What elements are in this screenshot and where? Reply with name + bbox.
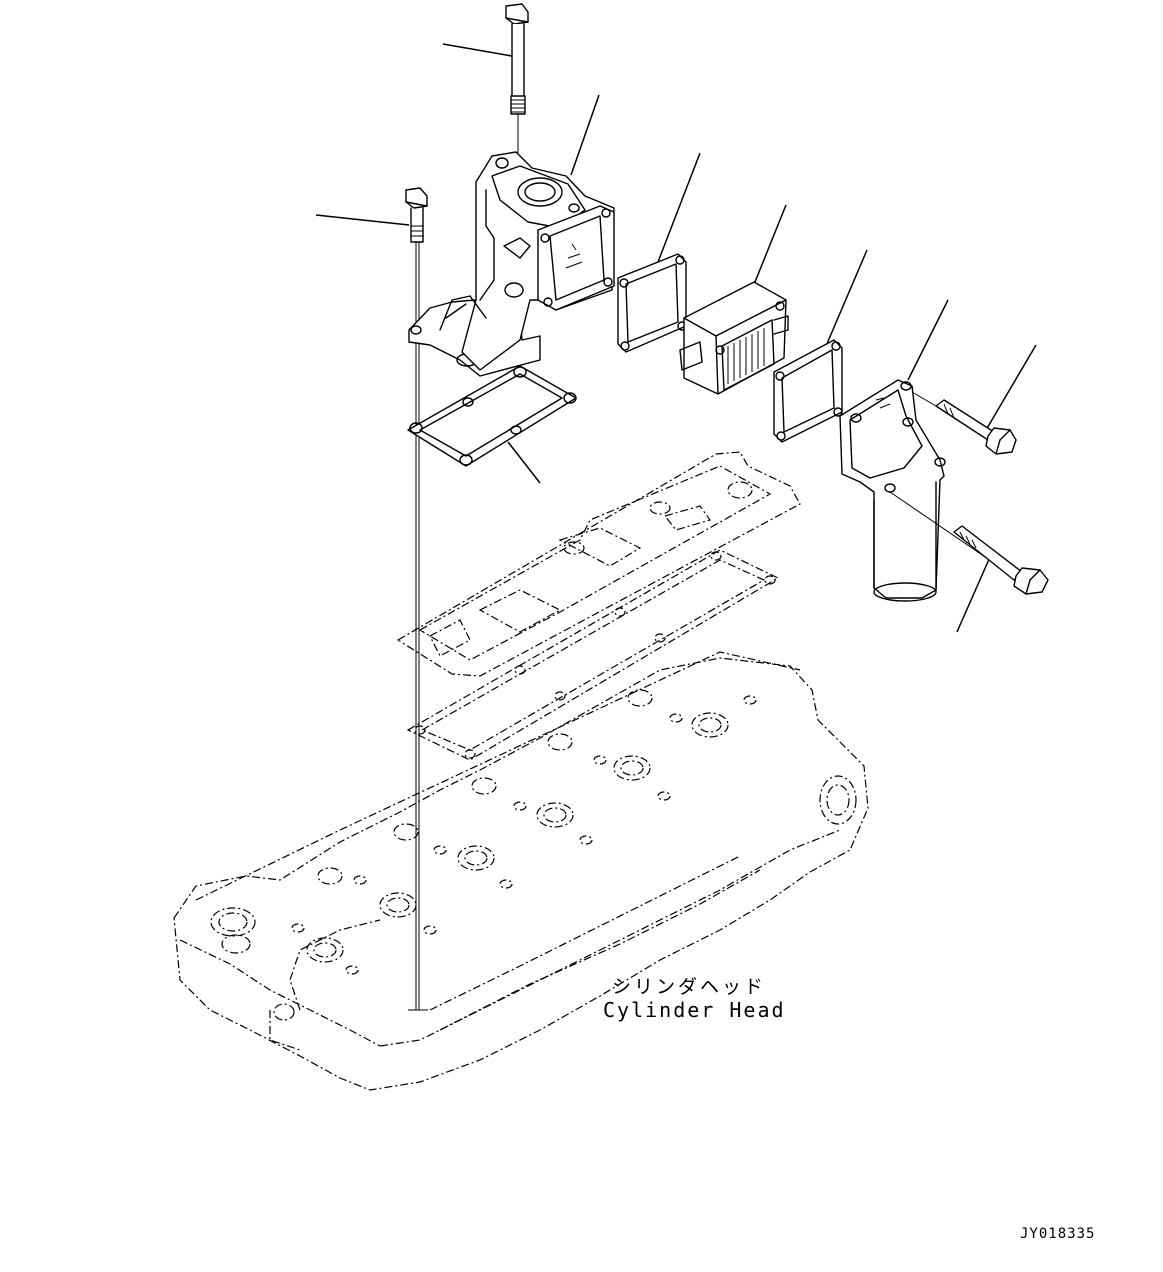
heater-gasket-2 — [773, 339, 843, 443]
leader-line-intake-connector — [570, 94, 600, 176]
leader-line-short-bolt — [315, 214, 410, 226]
leader-line-elbow — [907, 299, 949, 381]
elbow-bolt-upper — [911, 391, 1017, 455]
leader-line-heater-gasket-1 — [657, 152, 701, 263]
rocker-housing-gasket — [406, 549, 780, 761]
air-heater — [679, 281, 789, 395]
leader-line-air-heater — [754, 204, 787, 283]
long-bolt — [505, 3, 529, 160]
leader-line-long-bolt — [442, 43, 513, 57]
short-bolt — [405, 187, 428, 1010]
rocker-housing-plate — [396, 451, 801, 677]
cylinder-head-label-jp: シリンダヘッド — [612, 976, 767, 998]
intake-connector — [408, 151, 615, 377]
cylinder-head-label-en: Cylinder Head — [603, 998, 786, 1022]
cylinder-head — [173, 651, 869, 1091]
connector-gasket — [407, 365, 577, 467]
intake-elbow — [839, 379, 1011, 602]
heater-gasket-1 — [617, 253, 687, 353]
leader-line-connector-gasket — [507, 441, 541, 484]
leader-line-elbow-bolt-upper — [985, 344, 1037, 431]
leader-line-heater-gasket-2 — [825, 249, 868, 347]
elbow-bolt-lower — [953, 525, 1049, 595]
leader-lines — [315, 43, 1037, 633]
drawing-code: JY018335 — [1020, 1226, 1096, 1242]
leader-line-elbow-bolt-lower — [956, 556, 991, 633]
